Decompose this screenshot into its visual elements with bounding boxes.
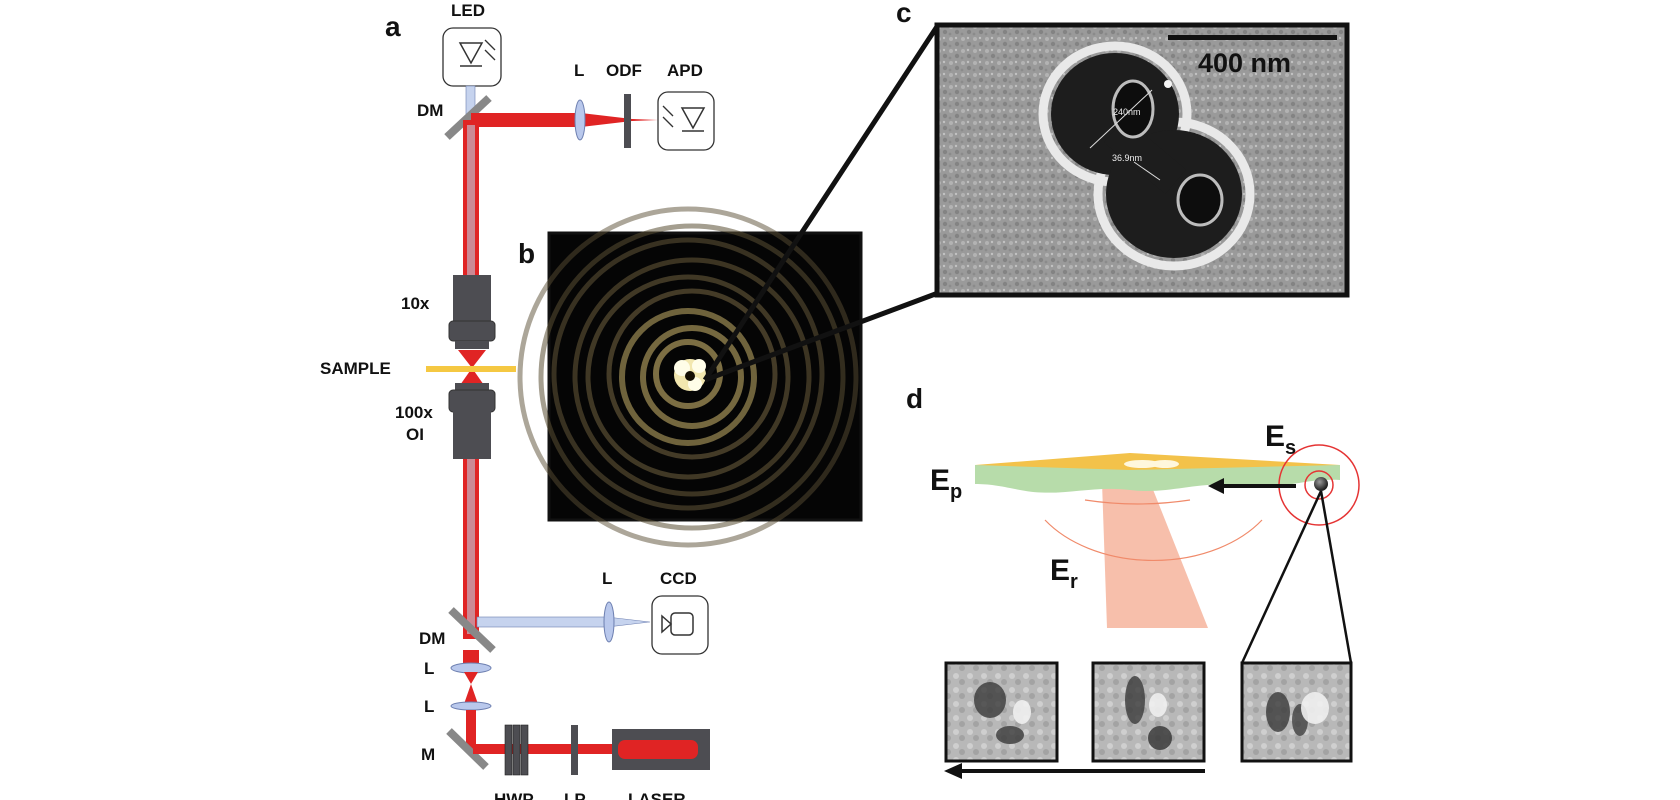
obj10-label: 10x xyxy=(401,294,430,313)
objective-100x xyxy=(448,383,496,459)
ep-label: Ep xyxy=(930,464,962,503)
interference-ring xyxy=(585,274,791,480)
oi-label: OI xyxy=(406,425,424,444)
measure-240nm: 240nm xyxy=(1113,107,1141,117)
scatter-circle-inner xyxy=(1304,470,1334,500)
laser-beam-horizontal xyxy=(473,744,613,754)
thumbnail-1 xyxy=(944,661,1059,763)
es-label: Es xyxy=(1265,420,1296,459)
nanoparticle xyxy=(1314,477,1328,491)
interference-ring xyxy=(572,257,812,497)
lp-polarizer xyxy=(571,725,578,775)
m-label: M xyxy=(421,745,435,764)
laser-label: LASER xyxy=(628,790,686,800)
panel-label-a: a xyxy=(385,11,401,42)
sample-label: SAMPLE xyxy=(320,359,391,378)
reflected-light-cone xyxy=(1102,482,1208,628)
lens-top xyxy=(574,99,586,141)
led-beam-to-ccd xyxy=(476,616,608,628)
interference-pattern-image xyxy=(517,206,863,548)
scale-bar-label: 400 nm xyxy=(1198,48,1291,78)
dichroic-mirror-bottom xyxy=(448,607,496,653)
objective-10x xyxy=(448,275,496,349)
panel-label-b: b xyxy=(518,238,535,269)
lens-l1 xyxy=(450,662,492,674)
sem-micrograph: 240nm 36.9nm 400 nm xyxy=(934,22,1350,298)
measure-36nm: 36.9nm xyxy=(1112,153,1142,163)
interference-ring xyxy=(640,325,744,429)
lens-l2 xyxy=(450,701,492,711)
photodiode-icon xyxy=(680,107,706,130)
l1-label: L xyxy=(424,659,434,678)
dm-top-label: DM xyxy=(417,101,443,120)
led-source xyxy=(442,27,502,87)
thumbnail-3 xyxy=(1240,661,1353,763)
dm-bottom-label: DM xyxy=(419,629,445,648)
lens-ccd xyxy=(603,601,615,643)
interference-ring xyxy=(551,237,825,511)
panel-label-c: c xyxy=(896,0,912,28)
lens-ccd-label: L xyxy=(602,569,612,588)
laser-source xyxy=(612,729,710,770)
scale-bar xyxy=(1168,35,1337,40)
l2-label: L xyxy=(424,697,434,716)
interference-ring xyxy=(619,308,757,446)
led-label: LED xyxy=(451,1,485,20)
er-label: Er xyxy=(1050,554,1078,593)
ccd-camera xyxy=(651,595,709,655)
mirror-m xyxy=(446,728,489,770)
interference-ring xyxy=(538,223,846,531)
apd-detector xyxy=(657,91,715,151)
laser-beam-to-lens xyxy=(471,113,581,127)
hwp-plate-3 xyxy=(520,724,529,776)
panel-label-d: d xyxy=(906,383,923,414)
interference-ring xyxy=(606,288,778,460)
odf-label: ODF xyxy=(606,61,642,80)
thumb-zoom-line-right xyxy=(1319,490,1353,664)
lp-label: LP xyxy=(564,790,586,800)
hwp-plate-1 xyxy=(504,724,513,776)
hwp-plate-2 xyxy=(512,724,521,776)
sample-slide xyxy=(426,366,516,372)
hwp-label: HWP xyxy=(494,790,534,800)
wavefront-arc-2 xyxy=(1044,519,1263,562)
apd-label: APD xyxy=(667,61,703,80)
thumb-zoom-line-left xyxy=(1240,490,1323,664)
wavefront-arc-1 xyxy=(1084,499,1191,505)
dichroic-mirror-top xyxy=(444,95,492,140)
obj100-label: 100x xyxy=(395,403,433,422)
zoom-line-lower xyxy=(704,290,939,383)
diode-icon xyxy=(458,42,484,65)
interference-ring xyxy=(517,206,859,548)
lens-top-label: L xyxy=(574,61,584,80)
thumbnail-2 xyxy=(1091,661,1206,763)
odf-filter xyxy=(624,94,631,148)
ccd-label: CCD xyxy=(660,569,697,588)
zoom-line-upper xyxy=(702,23,941,382)
